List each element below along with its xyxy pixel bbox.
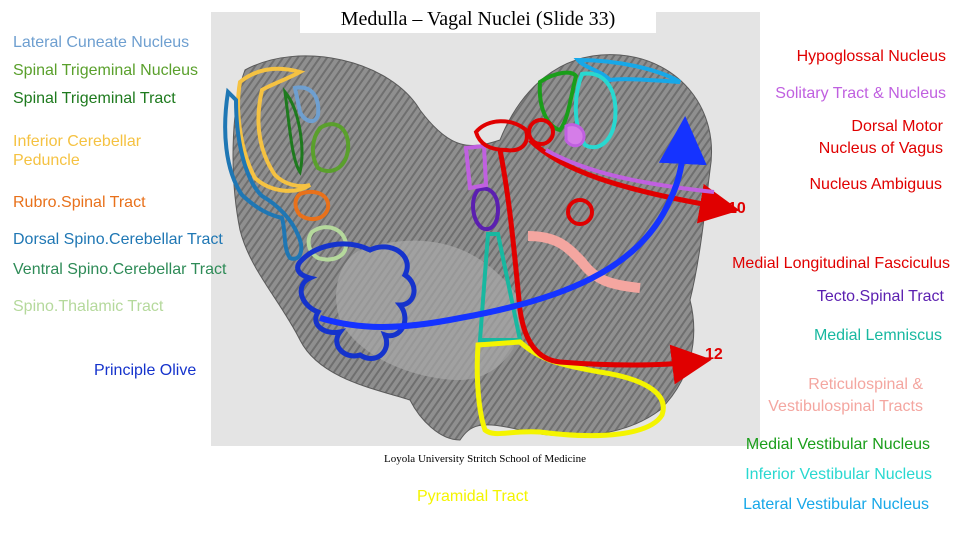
lateral-cuneate-outline bbox=[292, 85, 321, 124]
label-rubrospinal: Rubro.Spinal Tract bbox=[13, 194, 146, 211]
label-principle-olive: Principle Olive bbox=[94, 362, 197, 379]
label-dorsal-spinocerebellar: Dorsal Spino.Cerebellar Tract bbox=[13, 231, 223, 248]
label-reticulo-line2: Vestibulospinal Tracts bbox=[768, 398, 923, 415]
label-inferior-cerebellar-line1: Inferior Cerebellar bbox=[13, 133, 142, 150]
dorsal-spinocerebellar-outline bbox=[223, 87, 304, 261]
credit-text: Loyola University Stritch School of Medi… bbox=[384, 453, 586, 465]
label-tectospinal: Tecto.Spinal Tract bbox=[816, 288, 944, 305]
label-dorsal-motor-line2: Nucleus of Vagus bbox=[818, 140, 943, 157]
rubrospinal-outline bbox=[293, 189, 331, 222]
label-solitary: Solitary Tract & Nucleus bbox=[775, 85, 946, 102]
pyramidal-outline bbox=[474, 339, 666, 439]
label-spinal-trigeminal-nucleus: Spinal Trigeminal Nucleus bbox=[13, 62, 198, 79]
label-ambiguus: Nucleus Ambiguus bbox=[809, 176, 942, 193]
label-medial-lemniscus: Medial Lemniscus bbox=[813, 327, 942, 344]
label-nerve-10: 10 bbox=[728, 200, 746, 217]
dorsal-motor-outline bbox=[527, 118, 555, 146]
lateral-vestibular-outline bbox=[573, 57, 682, 84]
principle-olive-outline bbox=[295, 241, 417, 361]
solitary-outline bbox=[564, 123, 586, 148]
label-pyramidal: Pyramidal Tract bbox=[417, 488, 529, 505]
label-ventral-spinocerebellar: Ventral Spino.Cerebellar Tract bbox=[13, 261, 227, 278]
label-dorsal-motor-line1: Dorsal Motor bbox=[851, 118, 943, 135]
label-nerve-12: 12 bbox=[705, 346, 723, 363]
label-lateral-cuneate: Lateral Cuneate Nucleus bbox=[13, 34, 190, 51]
inferior-vestibular-outline bbox=[573, 71, 618, 150]
olive-fiber-arrow bbox=[319, 116, 707, 330]
mlf-outline bbox=[463, 143, 489, 191]
vagus-fiber-path-2 bbox=[545, 148, 715, 194]
label-lateral-vestibular: Lateral Vestibular Nucleus bbox=[743, 496, 929, 513]
label-hypoglossal: Hypoglossal Nucleus bbox=[796, 48, 946, 65]
spinal-trigeminal-tract-outline bbox=[282, 87, 304, 176]
reticulo-outline bbox=[527, 231, 641, 293]
nucleus-ambiguus-outline bbox=[566, 198, 594, 226]
slide-title: Medulla – Vagal Nuclei (Slide 33) bbox=[300, 6, 656, 33]
hypoglossal-outline bbox=[473, 119, 529, 153]
label-reticulo-line1: Reticulospinal & bbox=[808, 376, 923, 393]
spinothalamic-outline bbox=[306, 225, 349, 262]
label-spinothalamic: Spino.Thalamic Tract bbox=[13, 298, 164, 315]
tectospinal-outline bbox=[471, 186, 501, 231]
label-spinal-trigeminal-tract: Spinal Trigeminal Tract bbox=[13, 90, 176, 107]
label-inferior-cerebellar-line2: Peduncle bbox=[13, 152, 80, 169]
vagus-fiber-path bbox=[528, 138, 740, 224]
label-medial-vestibular: Medial Vestibular Nucleus bbox=[745, 436, 930, 453]
medial-vestibular-outline bbox=[537, 70, 579, 133]
hypoglossal-fiber-path bbox=[497, 149, 712, 385]
spinal-trigeminal-nucleus-outline bbox=[311, 122, 351, 173]
label-inferior-vestibular: Inferior Vestibular Nucleus bbox=[745, 466, 932, 483]
medulla-inner-zone bbox=[336, 240, 522, 380]
label-mlf: Medial Longitudinal Fasciculus bbox=[732, 255, 950, 272]
inferior-cerebellar-outline bbox=[236, 66, 312, 193]
